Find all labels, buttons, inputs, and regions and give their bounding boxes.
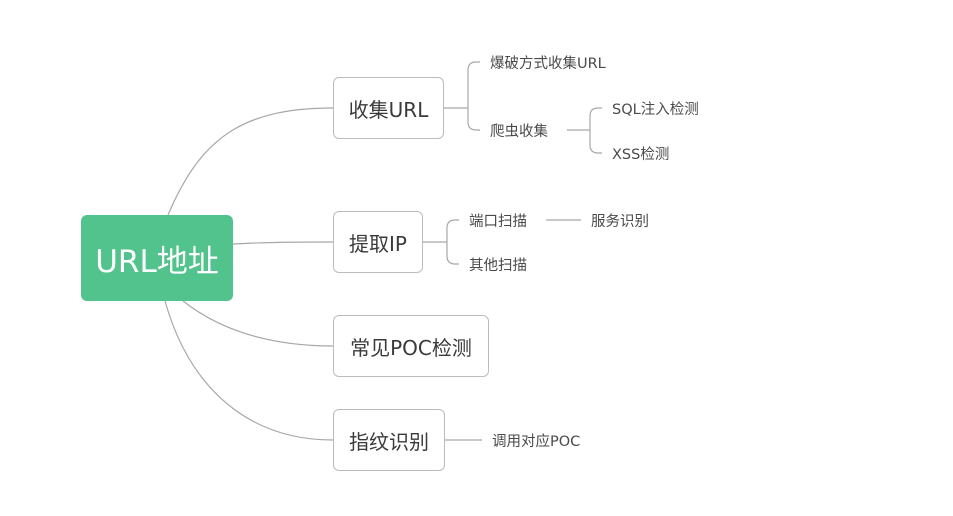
root-node[interactable]: URL地址 (81, 215, 233, 301)
node-extract-ip[interactable]: 提取IP (333, 211, 423, 273)
connector-root-poc-detect (182, 300, 334, 347)
node-xss-detect[interactable]: XSS检测 (612, 146, 670, 163)
node-other-scan[interactable]: 其他扫描 (469, 257, 527, 274)
node-common-poc-detect[interactable]: 常见POC检测 (333, 315, 489, 377)
node-sql-injection-detect[interactable]: SQL注入检测 (612, 101, 699, 118)
node-collect-url[interactable]: 收集URL (333, 77, 444, 139)
connector-crawler-children (567, 107, 602, 154)
connector-root-collect-url (167, 107, 334, 216)
connector-extract-ip-children (423, 219, 459, 265)
node-port-scan[interactable]: 端口扫描 (469, 213, 527, 230)
node-fingerprint[interactable]: 指纹识别 (333, 409, 445, 471)
connector-root-fingerprint (164, 300, 334, 441)
connector-collect-url-children (444, 61, 480, 131)
node-invoke-matching-poc[interactable]: 调用对应POC (492, 433, 581, 450)
node-service-identify[interactable]: 服务识别 (591, 213, 649, 230)
connector-root-extract-ip (232, 241, 334, 245)
node-brute-force-collect-url[interactable]: 爆破方式收集URL (490, 55, 606, 72)
node-crawler-collect[interactable]: 爬虫收集 (490, 123, 548, 140)
